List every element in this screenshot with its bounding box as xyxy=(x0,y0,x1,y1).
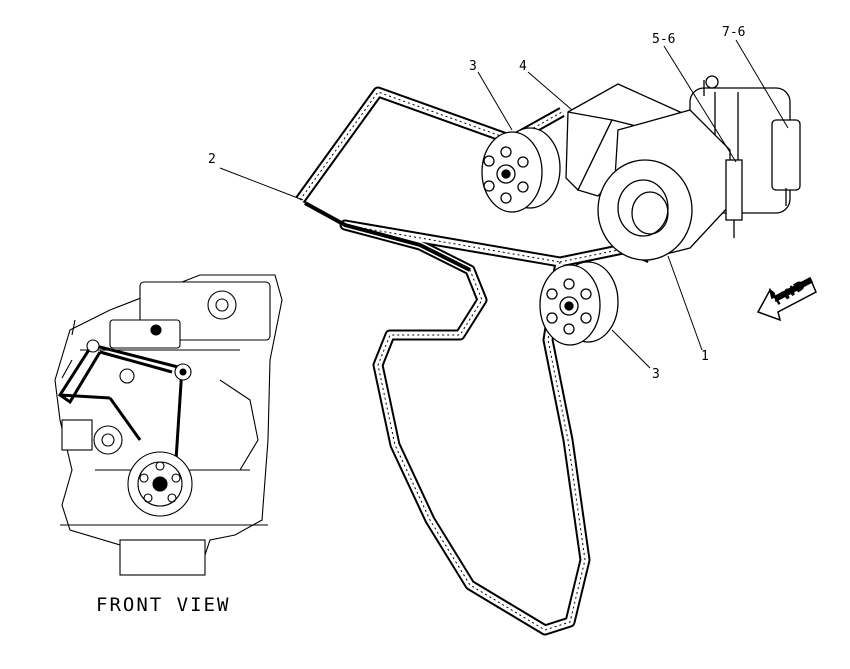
callout-idler-upper: 3 xyxy=(469,59,477,74)
callout-bracket: 4 xyxy=(519,59,527,74)
callout-belt: 2 xyxy=(208,152,216,167)
callout-compressor: 1 xyxy=(701,349,709,364)
idler-pulley-lower xyxy=(539,261,619,346)
leader-lines xyxy=(219,39,789,369)
idler-pulley-upper xyxy=(481,127,561,213)
forward-arrow-icon xyxy=(756,276,817,322)
front-view-engine-inset xyxy=(54,274,283,576)
callout-bolt-group-b: 7-6 xyxy=(722,25,746,40)
callout-bolt-group-a: 5-6 xyxy=(652,32,676,47)
view-caption: FRONT VIEW xyxy=(96,594,231,616)
compressor xyxy=(597,75,801,261)
callout-idler-lower: 3 xyxy=(652,367,660,382)
